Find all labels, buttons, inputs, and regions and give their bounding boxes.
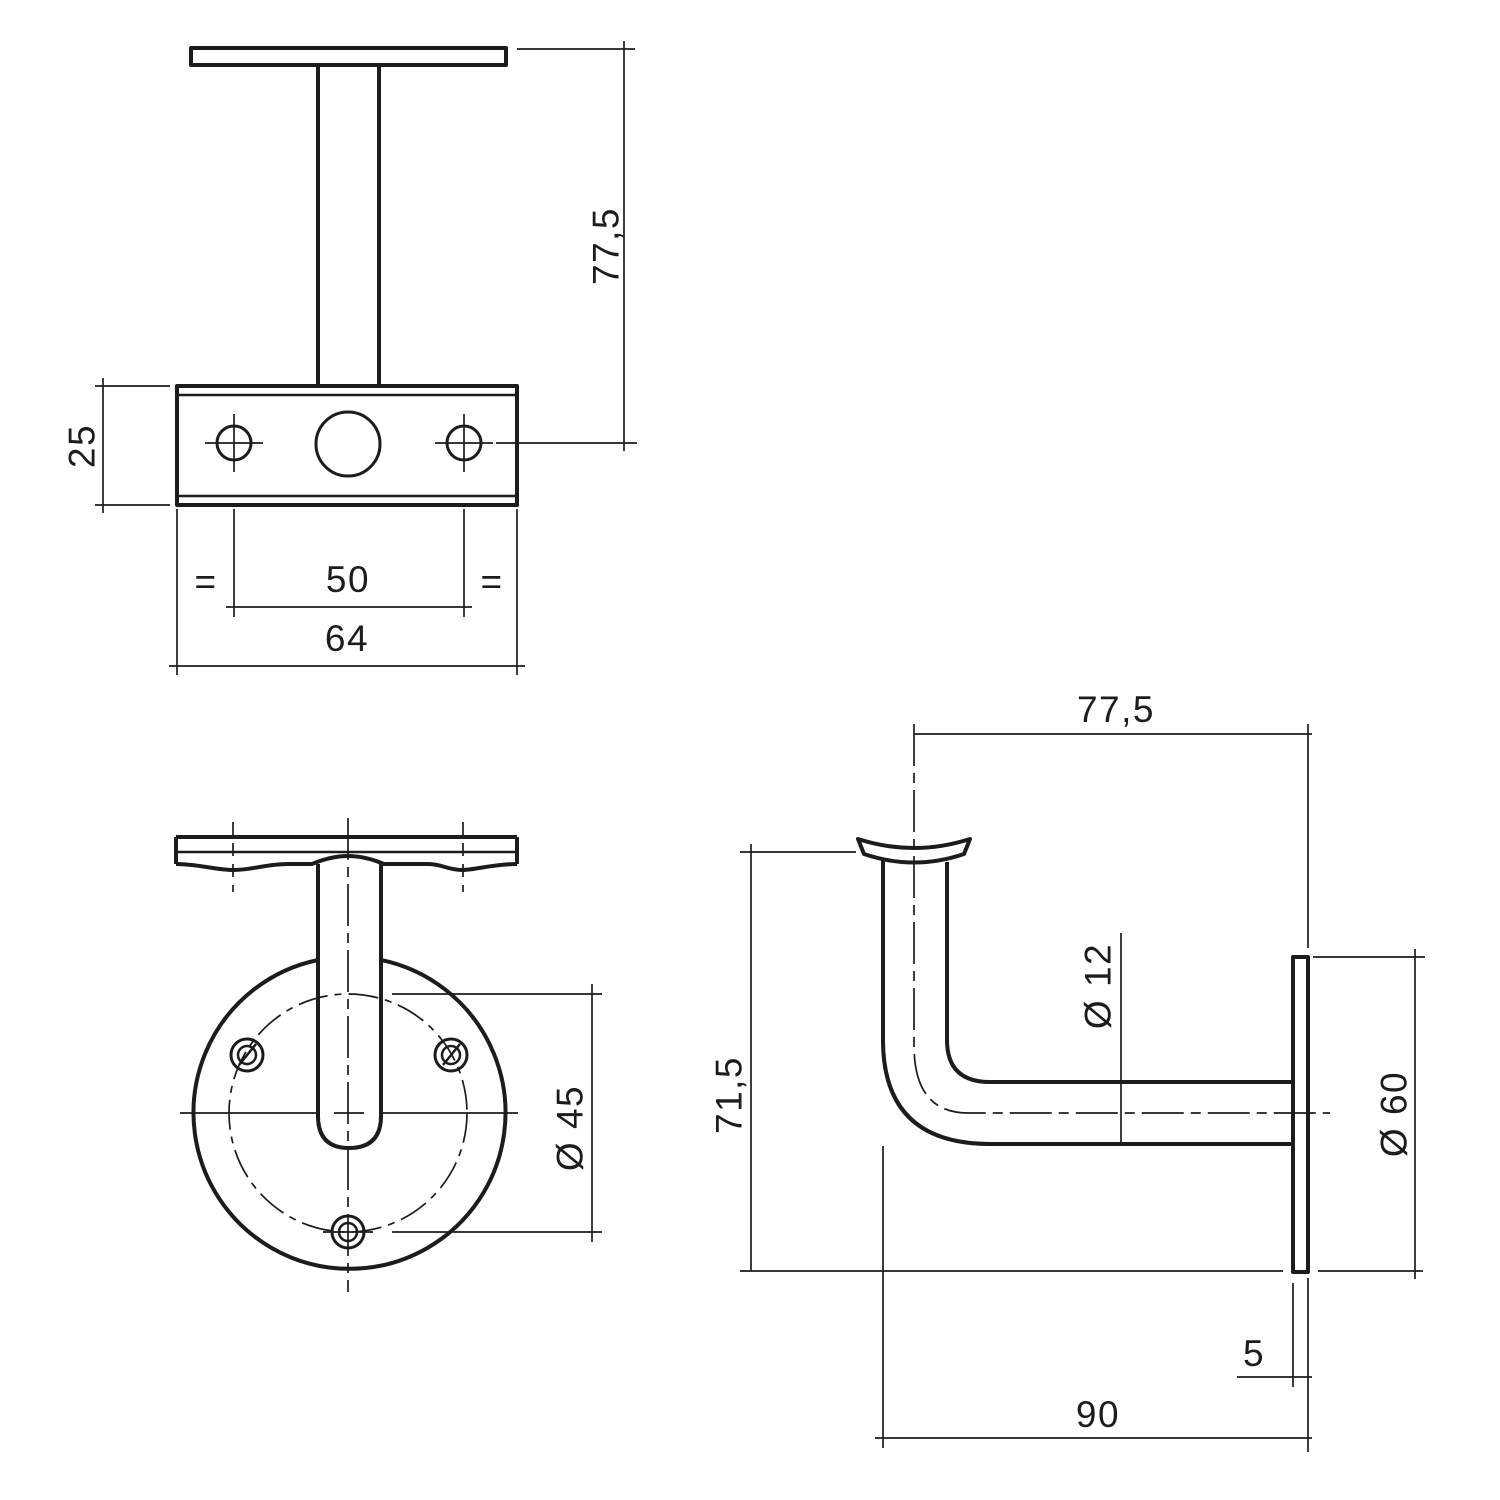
- screw-slot-icon: [238, 1043, 257, 1066]
- screw-slot-icon: [442, 1043, 461, 1066]
- equal-mark-right: =: [480, 561, 503, 602]
- dim-side-tube-diameter: Ø 12: [1078, 933, 1122, 1144]
- stem-outline: [316, 65, 381, 386]
- base-plate-circle: [191, 958, 508, 1271]
- dim-side-total-depth: 90: [875, 1146, 1312, 1448]
- front-view: Ø 45: [174, 818, 602, 1292]
- dim-label-plate-thickness: 25: [62, 424, 103, 468]
- screw-hole-bottom: [323, 1214, 373, 1250]
- top-view: 77,5 25 50 = = 64: [62, 41, 637, 675]
- dim-top-plate-thickness: 25: [62, 378, 170, 513]
- screw-hole-right: [435, 414, 493, 472]
- dim-front-bolt-circle: Ø 45: [392, 984, 602, 1242]
- wall-plate-outline: [1291, 955, 1310, 1274]
- rail-plate-outline: [189, 46, 508, 67]
- bracket-plate-inner-edges: [177, 393, 517, 498]
- tube-centerline: [913, 724, 1330, 1114]
- dim-label-plate-diameter: Ø 60: [1374, 1071, 1415, 1157]
- dim-label-height: 71,5: [709, 1056, 750, 1134]
- dim-side-plate-diameter: Ø 60: [1313, 949, 1425, 1279]
- screw-hole-upper-left: [229, 1037, 265, 1073]
- bracket-plate-outline: [175, 384, 519, 507]
- dim-label-total-depth: 90: [1076, 1394, 1120, 1435]
- center-hole: [314, 410, 382, 478]
- saddle-outline: [856, 837, 972, 865]
- dim-top-plate-width: 64: [169, 509, 525, 675]
- screw-hole-left: [205, 414, 263, 472]
- equal-mark-left: =: [194, 561, 217, 602]
- dim-label-bolt-circle: Ø 45: [550, 1085, 591, 1171]
- crosshair-icon: [435, 414, 493, 472]
- crosshair-icon: [205, 414, 263, 472]
- dim-label-plate-thickness: 5: [1243, 1333, 1265, 1374]
- side-view: 77,5 71,5 Ø 12 Ø 60 5 90: [709, 689, 1425, 1452]
- dim-side-plate-thickness: 5: [1237, 1278, 1312, 1452]
- dim-side-height: 71,5: [709, 844, 856, 1271]
- dim-label-hole-spacing: 50: [326, 559, 370, 600]
- screw-hole-upper-right: [433, 1037, 469, 1073]
- dim-side-reach: 77,5: [914, 689, 1312, 948]
- arm-outer-contour: [881, 861, 1293, 1146]
- dim-label-plate-width: 64: [325, 618, 369, 659]
- handrail-bar: [174, 835, 519, 872]
- dim-label-stem-height: 77,5: [586, 207, 627, 285]
- dim-top-stem-height: 77,5: [496, 41, 637, 451]
- dim-label-reach: 77,5: [1077, 689, 1155, 730]
- handrail-underside-profile: [175, 854, 518, 872]
- dim-label-tube-diameter: Ø 12: [1078, 943, 1119, 1029]
- dim-top-hole-spacing: 50 = =: [194, 509, 503, 617]
- stem-front-outline: [316, 864, 383, 1150]
- arm-inner-contour: [945, 862, 1293, 1084]
